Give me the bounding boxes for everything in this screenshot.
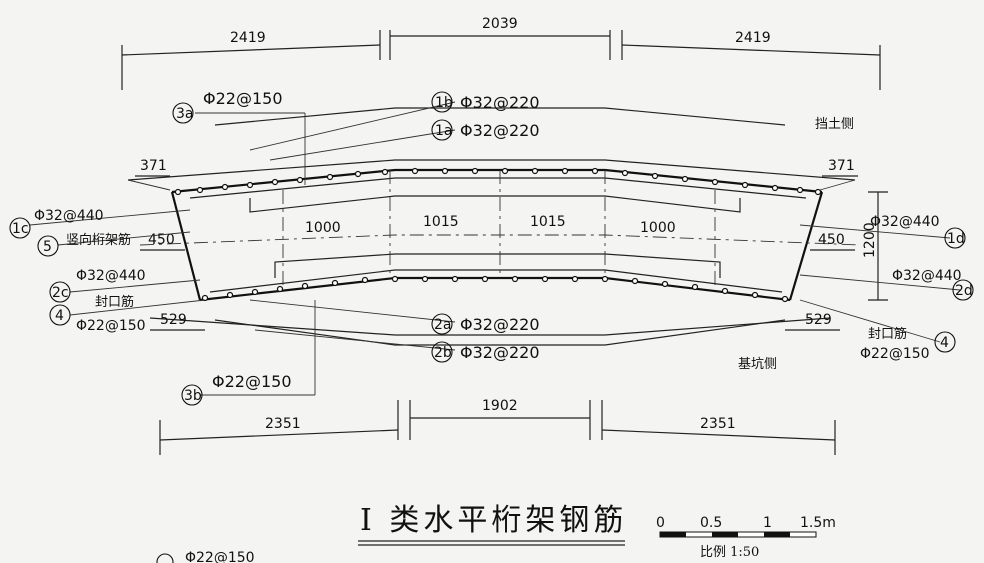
top-dimension-line	[121, 30, 881, 90]
svg-text:2b: 2b	[434, 345, 452, 361]
dim-inner-4: 1000	[640, 220, 676, 236]
tag-1b: 1b	[431, 91, 453, 113]
dim-left-529: 529	[160, 312, 187, 328]
dim-left-371: 371	[140, 158, 167, 174]
dim-bottom-left: 2351	[265, 416, 301, 432]
dim-top-mid: 2039	[482, 16, 518, 32]
leader-lines	[29, 101, 961, 396]
drawing-title: I 类水平桁架钢筋	[360, 503, 627, 538]
rebar-label-4-left: Φ22@150	[76, 318, 146, 334]
rebar-label-3a: Φ22@150	[203, 89, 283, 108]
scale-bar	[659, 531, 817, 538]
tag-2d: 2d	[952, 279, 974, 301]
rebar-dots-bottom	[201, 275, 789, 303]
dim-top-left: 2419	[230, 30, 266, 46]
tag-2a: 2a	[431, 313, 453, 335]
dim-inner-3: 1015	[530, 214, 566, 230]
retaining-side-label: 挡土侧	[815, 117, 854, 132]
tag-1a: 1a	[431, 119, 453, 141]
pit-side-label: 基坑侧	[738, 357, 777, 372]
rebar-label-2d: Φ32@440	[892, 268, 962, 284]
rebar-label-1a: Φ32@220	[460, 121, 540, 140]
svg-text:3b: 3b	[184, 388, 202, 404]
truss-section	[139, 168, 861, 302]
dim-top-right: 2419	[735, 30, 771, 46]
svg-text:3a: 3a	[176, 106, 194, 122]
seal-bar-left-label: 封口筋	[95, 294, 134, 310]
scale-tick-1: 1	[763, 515, 772, 531]
scale-tick-0-5: 0.5	[700, 515, 722, 531]
rebar-label-1b: Φ32@220	[460, 93, 540, 112]
scale-label: 比例 1:50	[700, 545, 759, 560]
tag-1c: 1c	[9, 217, 31, 239]
vertical-truss-label: 竖向桁架筋	[66, 232, 131, 248]
seal-bar-right-label: 封口筋	[868, 326, 907, 342]
rebar-label-bottom-cut: Φ22@150	[185, 550, 255, 563]
svg-text:1d: 1d	[947, 231, 965, 247]
tag-2c-left: 2c	[49, 281, 71, 303]
dim-left-450: 450	[148, 232, 175, 248]
dim-right-529: 529	[805, 312, 832, 328]
dim-inner-1: 1000	[305, 220, 341, 236]
rebar-label-3b: Φ22@150	[212, 372, 292, 391]
tag-2b: 2b	[431, 341, 453, 363]
dim-right-450: 450	[818, 232, 845, 248]
svg-text:2c: 2c	[52, 285, 69, 301]
dim-right-371: 371	[828, 158, 855, 174]
rebar-label-2b: Φ32@220	[460, 343, 540, 362]
svg-text:1c: 1c	[12, 221, 29, 237]
svg-text:2a: 2a	[434, 317, 452, 333]
rebar-label-1c: Φ32@440	[34, 208, 104, 224]
rebar-label-1d: Φ32@440	[870, 214, 940, 230]
tag-1d: 1d	[944, 227, 966, 249]
rebar-dots-top	[174, 167, 822, 196]
rebar-label-4-right: Φ22@150	[860, 346, 930, 362]
scale-tick-1-5m: 1.5m	[800, 515, 836, 531]
dim-bottom-right: 2351	[700, 416, 736, 432]
side-dimensions	[135, 175, 888, 331]
svg-text:5: 5	[43, 239, 52, 255]
svg-text:1a: 1a	[435, 123, 453, 139]
svg-text:2d: 2d	[955, 283, 973, 299]
tag-4-right: 4	[934, 331, 956, 353]
rebar-label-2c-left: Φ32@440	[76, 268, 146, 284]
tag-cut-bottom	[156, 553, 174, 563]
rebar-label-2a: Φ32@220	[460, 315, 540, 334]
svg-text:4: 4	[55, 308, 64, 324]
tag-4-left: 4	[49, 304, 71, 326]
svg-text:1b: 1b	[435, 95, 453, 111]
scale-tick-0: 0	[656, 515, 665, 531]
tag-3b: 3b	[181, 384, 203, 406]
tag-3a: 3a	[172, 102, 194, 124]
outer-outline	[127, 107, 856, 346]
tag-5: 5	[37, 235, 59, 257]
svg-text:4: 4	[940, 335, 949, 351]
dim-bottom-mid: 1902	[482, 398, 518, 414]
dim-inner-2: 1015	[423, 214, 459, 230]
bottom-dimension-line	[159, 400, 836, 455]
